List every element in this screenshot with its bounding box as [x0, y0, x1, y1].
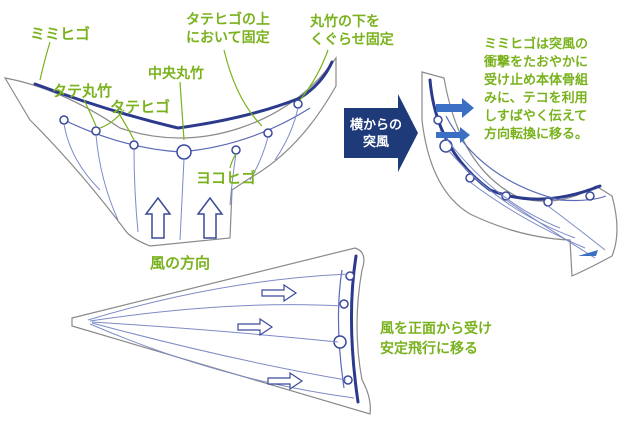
front-kite-sheet	[3, 56, 337, 247]
side-gust-kite	[421, 71, 618, 277]
label-tatehigo: タテヒゴ	[110, 98, 170, 116]
flight-view-kite	[71, 247, 371, 415]
side-gust-arrow: 横からの 突風	[344, 94, 418, 172]
ring	[59, 115, 69, 125]
leader-lines-front	[39, 41, 329, 169]
flight-cross-bar	[337, 269, 345, 389]
label-wind-direction: 風の方向	[150, 254, 210, 272]
mimihigo-frame	[33, 60, 334, 130]
ring	[263, 128, 273, 138]
ring	[91, 126, 101, 136]
ring-set-flight	[333, 271, 355, 385]
explain-line6: 方向転換に移る。	[484, 126, 588, 142]
explain-line3: 受け止め本体骨組	[484, 72, 588, 88]
gust-arrow-shape	[344, 94, 418, 172]
flight-frame	[349, 254, 360, 404]
label-chuo-marutake: 中央丸竹	[148, 65, 204, 82]
flight-wind-arrows	[237, 283, 304, 391]
side-gust-label-line1: 横からの	[350, 117, 402, 133]
ring-set-side	[433, 115, 595, 207]
label-tatehigo-line1: タテヒゴの上	[186, 11, 270, 28]
flight-ribs	[87, 273, 355, 399]
front-view-kite	[3, 56, 337, 247]
ring	[293, 99, 303, 109]
explain-line5: しすばやく伝えて	[484, 108, 587, 124]
tatehigo-ribs	[63, 107, 299, 241]
ring	[129, 140, 139, 150]
explain-line1: ミミヒゴは突風の	[484, 36, 588, 52]
side-ribs	[439, 129, 606, 259]
ring	[231, 145, 241, 155]
label-tate-marutake: タテ丸竹	[52, 82, 112, 100]
ring-set-front	[59, 99, 303, 160]
label-yokohigo: ヨコヒゴ	[196, 169, 256, 187]
explain-line2: 衝撃をたおやかに	[483, 54, 588, 70]
label-marutake-line1: 丸竹の下を	[309, 13, 380, 30]
explain-line4: みに、テコを利用	[484, 90, 588, 106]
front-line1: 風を正面から受け	[380, 320, 492, 337]
wind-arrows-up	[144, 196, 224, 239]
center-ring	[176, 144, 192, 160]
side-kite-sheet	[421, 71, 618, 277]
side-gust-label-line2: 突風	[363, 134, 389, 150]
side-wind-arrows	[436, 98, 598, 256]
label-tatehigo-line2: において固定	[186, 29, 270, 46]
front-line2: 安定飛行に移る	[380, 340, 478, 357]
label-marutake-line2: くぐらせ固定	[310, 31, 394, 48]
label-mimihigo: ミミヒゴ	[30, 25, 90, 43]
